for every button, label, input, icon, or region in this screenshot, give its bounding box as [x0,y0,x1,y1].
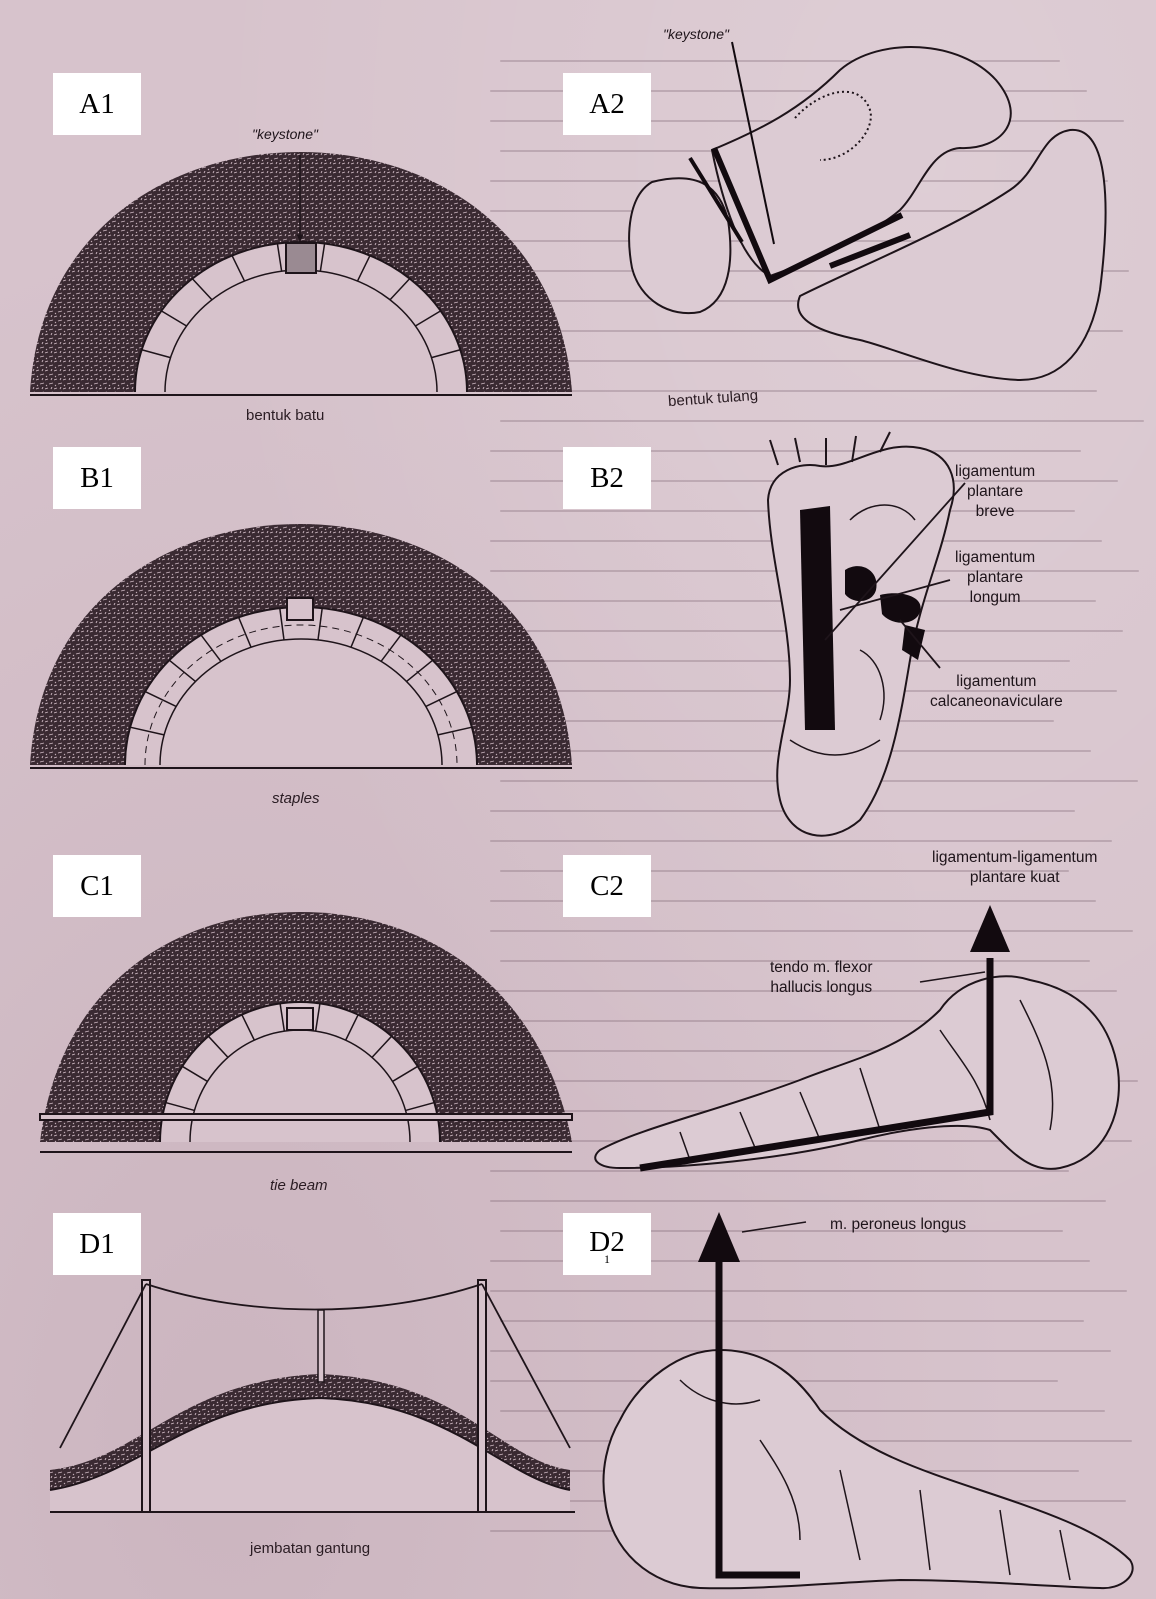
b2-label-longum: ligamentum plantare longum [955,548,1035,608]
panel-label-d2: D2 1 [563,1213,651,1275]
a1-stone-arch [30,152,572,395]
panel-label-d2-text: D2 [589,1230,624,1254]
c2-label-tendon: tendo m. flexor hallucis longus [770,958,873,998]
a1-keystone-label: "keystone" [252,124,318,144]
c2-label-ligaments: ligamentum-ligamentum plantare kuat [932,848,1097,888]
c2-foot-lateral [595,905,1119,1169]
b2-longum-line-3: longum [955,588,1035,608]
d1-caption: jembatan gantung [250,1540,370,1557]
panel-label-c1: C1 [53,855,141,917]
c2-tendon-line-2: hallucis longus [770,978,873,998]
b2-longum-line-1: ligamentum [955,548,1035,568]
c2-ligaments-line-1: ligamentum-ligamentum [932,848,1097,868]
b2-calcaneo-line-2: calcaneonaviculare [930,692,1063,712]
a1-caption: bentuk batu [246,407,324,424]
c1-caption: tie beam [270,1177,328,1194]
d2-foot-peroneus [603,1212,1132,1588]
panel-label-a2: A2 [563,73,651,135]
b2-calcaneo-line-1: ligamentum [930,672,1063,692]
panel-label-d2-mark: 1 [604,1254,610,1264]
b2-label-calcaneo: ligamentum calcaneonaviculare [930,672,1063,712]
b2-breve-line-2: plantare [955,482,1035,502]
d1-suspension-bridge [50,1280,575,1512]
panel-label-c2: C2 [563,855,651,917]
c2-ligaments-line-2: plantare kuat [932,868,1097,888]
b1-staple-arch [30,524,572,768]
c2-arrowhead [970,905,1010,952]
panel-label-b1: B1 [53,447,141,509]
b2-breve-line-1: ligamentum [955,462,1035,482]
c1-tie-beam [40,1114,572,1120]
a2-keystone-label: "keystone" [663,24,729,44]
c1-tie-beam-arch [40,912,572,1152]
d2-arrowhead [698,1212,740,1262]
panel-label-b2: B2 [563,447,651,509]
c2-tendon-line-1: tendo m. flexor [770,958,873,978]
d2-label-muscle: m. peroneus longus [830,1215,966,1235]
b2-label-breve: ligamentum plantare breve [955,462,1035,522]
a1-keystone-block [286,243,316,273]
b2-breve-line-3: breve [955,502,1035,522]
b2-foot-plantar [768,432,965,836]
panel-label-a1: A1 [53,73,141,135]
b1-caption: staples [272,790,320,807]
a2-bone-arch [629,47,1105,380]
panel-label-d1: D1 [53,1213,141,1275]
b2-longum-line-2: plantare [955,568,1035,588]
